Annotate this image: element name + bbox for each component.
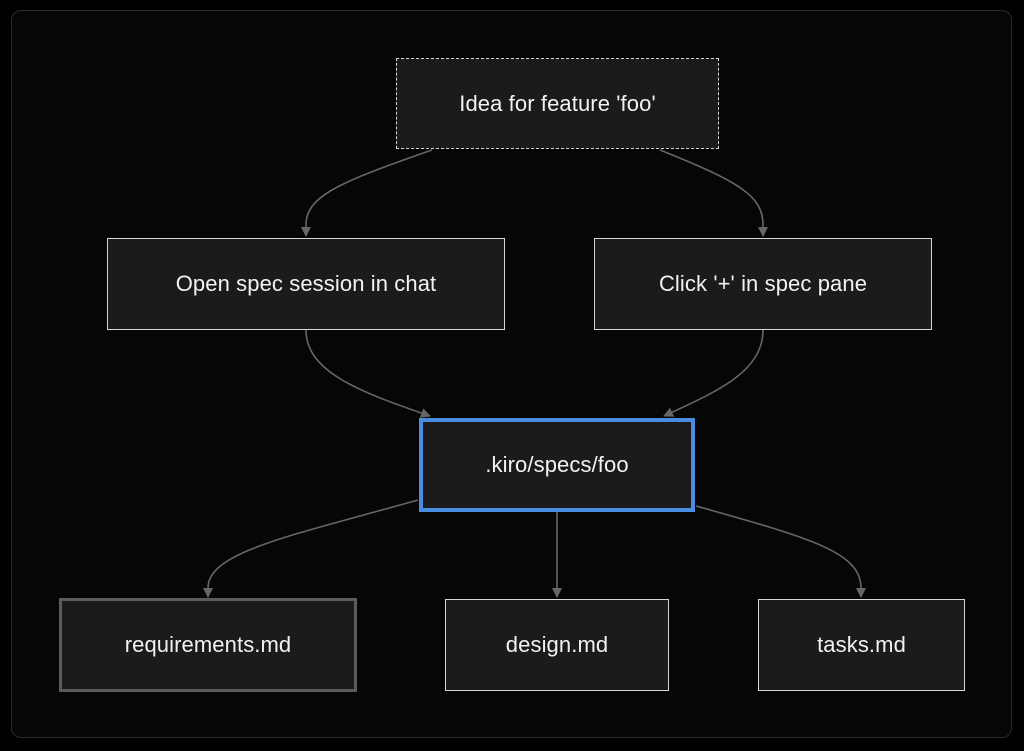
edge-specs-to-tasks [695, 505, 866, 598]
node-requirements-label: requirements.md [124, 632, 292, 657]
node-specs-folder-label: .kiro/specs/foo [485, 452, 629, 477]
node-design: design.md [445, 599, 669, 691]
edge-chat-to-specs [305, 329, 431, 418]
edge-specs-to-requirements [203, 499, 419, 598]
edge-idea-to-chat [301, 149, 433, 237]
node-click-plus-spec-pane: Click '+' in spec pane [594, 238, 932, 330]
node-requirements: requirements.md [59, 598, 357, 692]
node-design-label: design.md [505, 632, 609, 657]
node-tasks: tasks.md [758, 599, 965, 691]
node-click-plus-spec-pane-label: Click '+' in spec pane [658, 271, 868, 296]
edge-idea-to-pane [659, 149, 768, 237]
edge-pane-to-specs [663, 329, 764, 417]
node-idea: Idea for feature 'foo' [396, 58, 719, 149]
node-open-spec-chat-label: Open spec session in chat [175, 271, 437, 296]
node-idea-label: Idea for feature 'foo' [459, 90, 656, 116]
node-open-spec-chat: Open spec session in chat [107, 238, 505, 330]
node-tasks-label: tasks.md [817, 632, 906, 657]
node-specs-folder: .kiro/specs/foo [419, 418, 695, 512]
